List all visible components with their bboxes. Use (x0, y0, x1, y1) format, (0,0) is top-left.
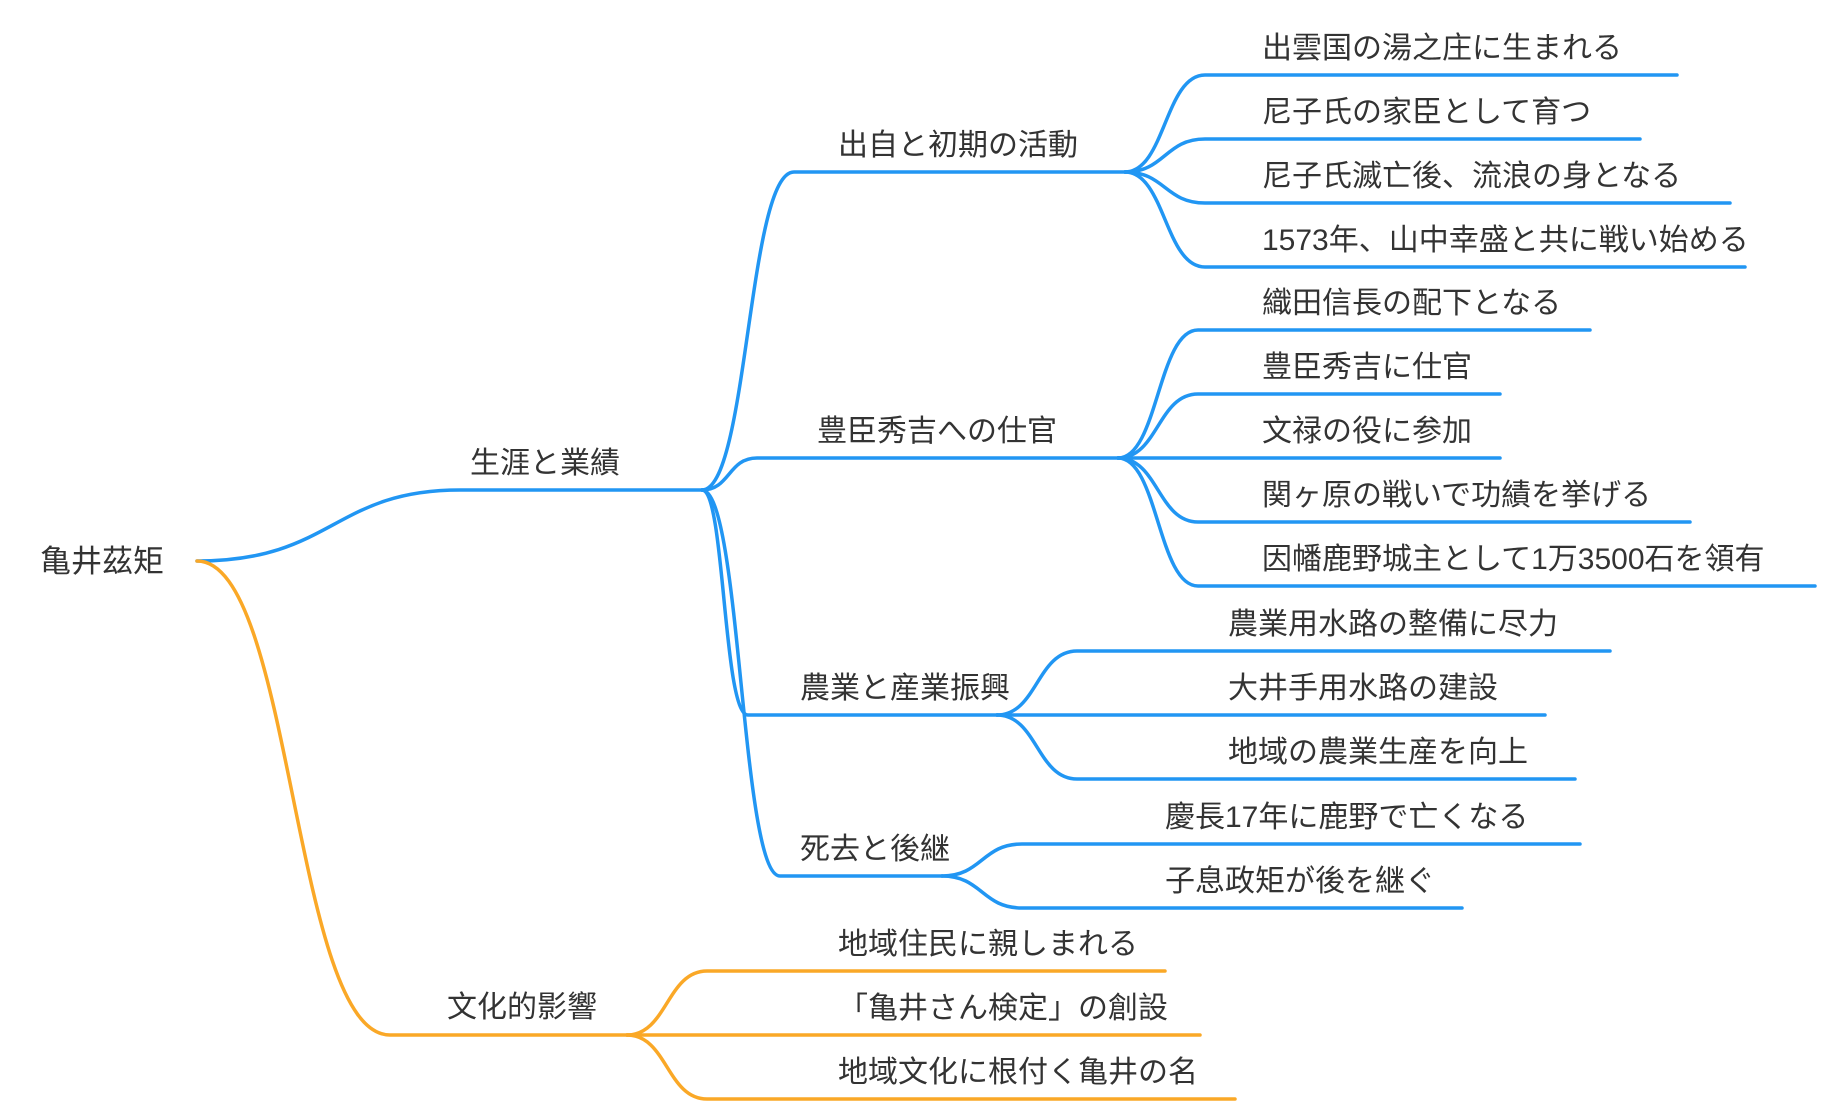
link-leaf-born-izumo (1123, 73, 1679, 174)
link-to-origins-early-activities (700, 170, 1127, 492)
node-leaf-wandering-after-amago-fall[interactable]: 尼子氏滅亡後、流浪の身となる (1262, 160, 1682, 193)
link-leaf-oda-nobunaga-service (1116, 328, 1592, 460)
node-root[interactable]: 亀井茲矩 (40, 544, 164, 579)
node-leaf-kamei-name-rooted[interactable]: 地域文化に根付く亀井の名 (838, 1056, 1198, 1089)
node-leaf-oda-nobunaga-service[interactable]: 織田信長の配下となる (1262, 287, 1562, 320)
link-leaf-amago-retainer (1123, 137, 1642, 174)
link-leaf-1573-yamanaka (1123, 170, 1747, 269)
link-leaf-irrigation-efforts (995, 649, 1612, 717)
node-leaf-irrigation-efforts[interactable]: 農業用水路の整備に尽力 (1228, 608, 1558, 641)
node-leaf-amago-retainer[interactable]: 尼子氏の家臣として育つ (1262, 96, 1592, 129)
node-leaf-hideyoshi-service[interactable]: 豊臣秀吉に仕官 (1262, 351, 1472, 384)
link-leaf-kamei-name-rooted (625, 1033, 1237, 1101)
node-service-to-hideyoshi[interactable]: 豊臣秀吉への仕官 (817, 415, 1057, 448)
link-leaf-agricultural-production (995, 713, 1577, 781)
link-leaf-sekigahara-merit (1116, 456, 1692, 524)
node-leaf-1573-yamanaka[interactable]: 1573年、山中幸盛と共に戦い始める (1262, 224, 1749, 257)
node-agriculture-industry[interactable]: 農業と産業振興 (800, 672, 1010, 705)
node-leaf-shikano-castle-lord[interactable]: 因幡鹿野城主として1万3500石を領有 (1262, 543, 1765, 576)
node-life-and-achievements[interactable]: 生涯と業績 (470, 447, 620, 480)
node-cultural-influence[interactable]: 文化的影響 (447, 991, 597, 1024)
node-leaf-son-masanori[interactable]: 子息政矩が後を継ぐ (1165, 865, 1435, 898)
link-to-service-to-hideyoshi (700, 456, 1120, 492)
node-leaf-agricultural-production[interactable]: 地域の農業生産を向上 (1228, 736, 1528, 769)
link-root-to-life-achievements (195, 488, 704, 563)
node-leaf-bunroku-campaign[interactable]: 文禄の役に参加 (1262, 415, 1472, 448)
node-leaf-oide-waterway[interactable]: 大井手用水路の建設 (1228, 672, 1498, 705)
node-leaf-died-keicho17[interactable]: 慶長17年に鹿野で亡くなる (1165, 801, 1529, 834)
link-leaf-hideyoshi-service (1116, 392, 1502, 460)
link-leaf-wandering-after-amago-fall (1123, 170, 1732, 205)
link-root-to-cultural-influence (195, 559, 629, 1037)
node-leaf-kamei-san-kentei[interactable]: 「亀井さん検定」の創設 (838, 992, 1168, 1025)
link-leaf-beloved-by-residents (625, 969, 1167, 1037)
node-origins-early-activities[interactable]: 出自と初期の活動 (838, 129, 1078, 162)
link-leaf-died-keicho17 (940, 842, 1582, 878)
link-leaf-shikano-castle-lord (1116, 456, 1817, 588)
link-leaf-son-masanori (940, 874, 1464, 910)
node-leaf-sekigahara-merit[interactable]: 関ヶ原の戦いで功績を挙げる (1262, 479, 1652, 512)
node-leaf-beloved-by-residents[interactable]: 地域住民に親しまれる (838, 928, 1138, 961)
node-leaf-born-izumo[interactable]: 出雲国の湯之庄に生まれる (1262, 32, 1622, 65)
link-to-death-succession (700, 488, 944, 878)
node-death-succession[interactable]: 死去と後継 (800, 833, 950, 866)
